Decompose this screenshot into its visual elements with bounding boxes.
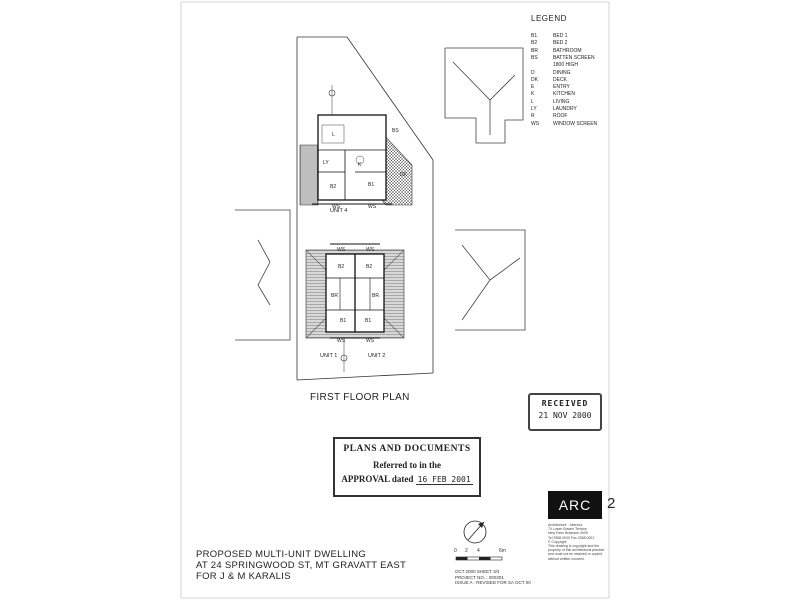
units-1-2-plan [305,243,405,372]
legend-code: R [531,113,535,120]
scale-label-2: 2 [465,548,468,554]
room-label-u4-b1: B1 [368,182,374,188]
legend-code: BR [531,47,538,54]
unit-label-unit4: UNIT 4 [330,208,347,214]
project-title-line2: AT 24 SPRINGWOOD ST, MT GRAVATT EAST [196,560,407,571]
sheet-issue-line: ISSUE A - REVISED FOR SA OCT 00 [455,580,531,585]
approval-stamp: PLANS AND DOCUMENTS Referred to in the A… [333,437,481,497]
unit-label-unit1: UNIT 1 [320,353,337,359]
legend-code: DK [531,76,538,83]
room-label-u12-ws-bot-r: WS [366,338,375,344]
unit-4-plan [299,85,413,206]
room-label-u12-b1-l: B1 [340,318,346,324]
project-title-line3: FOR J & M KARALIS [196,571,291,582]
room-label-u12-br-l: BR [331,293,338,299]
legend-code: WS [531,120,540,127]
legend-desc: 1800 HIGH [553,62,579,69]
firm-logo-number: 2 [607,495,616,512]
legend-code: B1 [531,33,538,39]
legend-desc: LIVING [553,98,570,105]
legend-desc: LAUNDRY [553,106,577,112]
sheet-project-line: PROJECT NO. : 000301 [455,574,504,580]
legend-desc: DINING [553,69,571,76]
unit-4-walls [317,114,387,201]
legend-desc: KITCHEN [553,91,575,98]
legend-desc: BED 2 [553,40,568,47]
neighbour-house-outlines [235,47,526,341]
room-label-u4-living: L [332,132,335,138]
legend-code: K [531,91,535,98]
room-label-u12-b2-r: B2 [366,264,372,270]
room-label-u12-b2-l: B2 [338,264,344,270]
received-stamp-date: 21 NOV 2000 [538,411,592,420]
legend-title: LEGEND [531,14,567,23]
scale-label-6m: 6m [499,548,506,554]
legend-code: D [531,69,535,76]
legend-code: BS [531,54,538,61]
room-label-u12-ws-bot-l: WS [337,338,346,344]
legend-desc: BATTEN SCREEN [553,54,595,61]
project-title-line1: PROPOSED MULTI-UNIT DWELLING [196,549,367,560]
sheet-info: OCT 2000 SHEET 3/4 PROJECT NO. : 000301 … [455,569,531,586]
firm-info: Architecture . Interiors 74 Lower Bowen … [548,523,605,561]
received-stamp: RECEIVED 21 NOV 2000 [528,393,602,431]
legend-desc: WINDOW SCREEN [553,120,598,127]
scale-label-0: 0 [454,548,457,554]
legend-desc: ROOF [553,113,568,120]
room-label-u4-b2: B2 [330,184,336,190]
legend-desc: ENTRY [553,84,570,91]
approval-stamp-line3: APPROVAL dated 16 FEB 2001 [335,474,479,485]
legend-code: B2 [531,40,538,47]
room-label-u12-ws-top-r: WS [366,247,375,253]
legend-desc: BED 1 [553,33,568,39]
approval-stamp-line2: Referred to in the [372,460,442,470]
legend-code: LY [531,106,537,112]
room-label-u12-br-r: BR [372,293,379,299]
room-label-u4-dk: DK [400,172,408,178]
sheet-date-line: OCT 2000 SHEET 3/4 [455,569,500,574]
unit-label-unit2: UNIT 2 [368,353,385,359]
sheet-border [180,1,610,599]
legend-desc: DECK [553,76,567,83]
approval-stamp-date: 16 FEB 2001 [415,475,473,485]
room-label-u4-ly: LY [323,160,329,166]
site-boundary [296,36,434,381]
room-label-u4-ws-left: WS [332,204,341,210]
room-label-u4-bs: BS [392,128,399,134]
room-label-u4-k: K [358,162,362,168]
legend-code: E [531,84,535,91]
floor-plan-title: FIRST FLOOR PLAN [310,392,410,403]
approval-stamp-prefix: APPROVAL dated [341,474,414,484]
legend-desc: BATHROOM [553,47,582,54]
project-title: PROPOSED MULTI-UNIT DWELLING AT 24 SPRIN… [196,549,406,582]
approval-stamp-line1: PLANS AND DOCUMENTS [343,444,471,454]
scale-label-4: 4 [477,548,480,554]
room-label-u4-ws-right: WS [368,204,377,210]
room-label-u12-b1-r: B1 [365,318,371,324]
room-label-u12-ws-top-l: WS [337,247,346,253]
north-arrow [463,520,487,544]
received-stamp-label: RECEIVED [541,399,589,408]
firm-logo: ARC [548,491,602,519]
unit-4-deck-left [299,144,319,206]
scale-bar [455,556,503,561]
legend-code: L [531,98,534,105]
